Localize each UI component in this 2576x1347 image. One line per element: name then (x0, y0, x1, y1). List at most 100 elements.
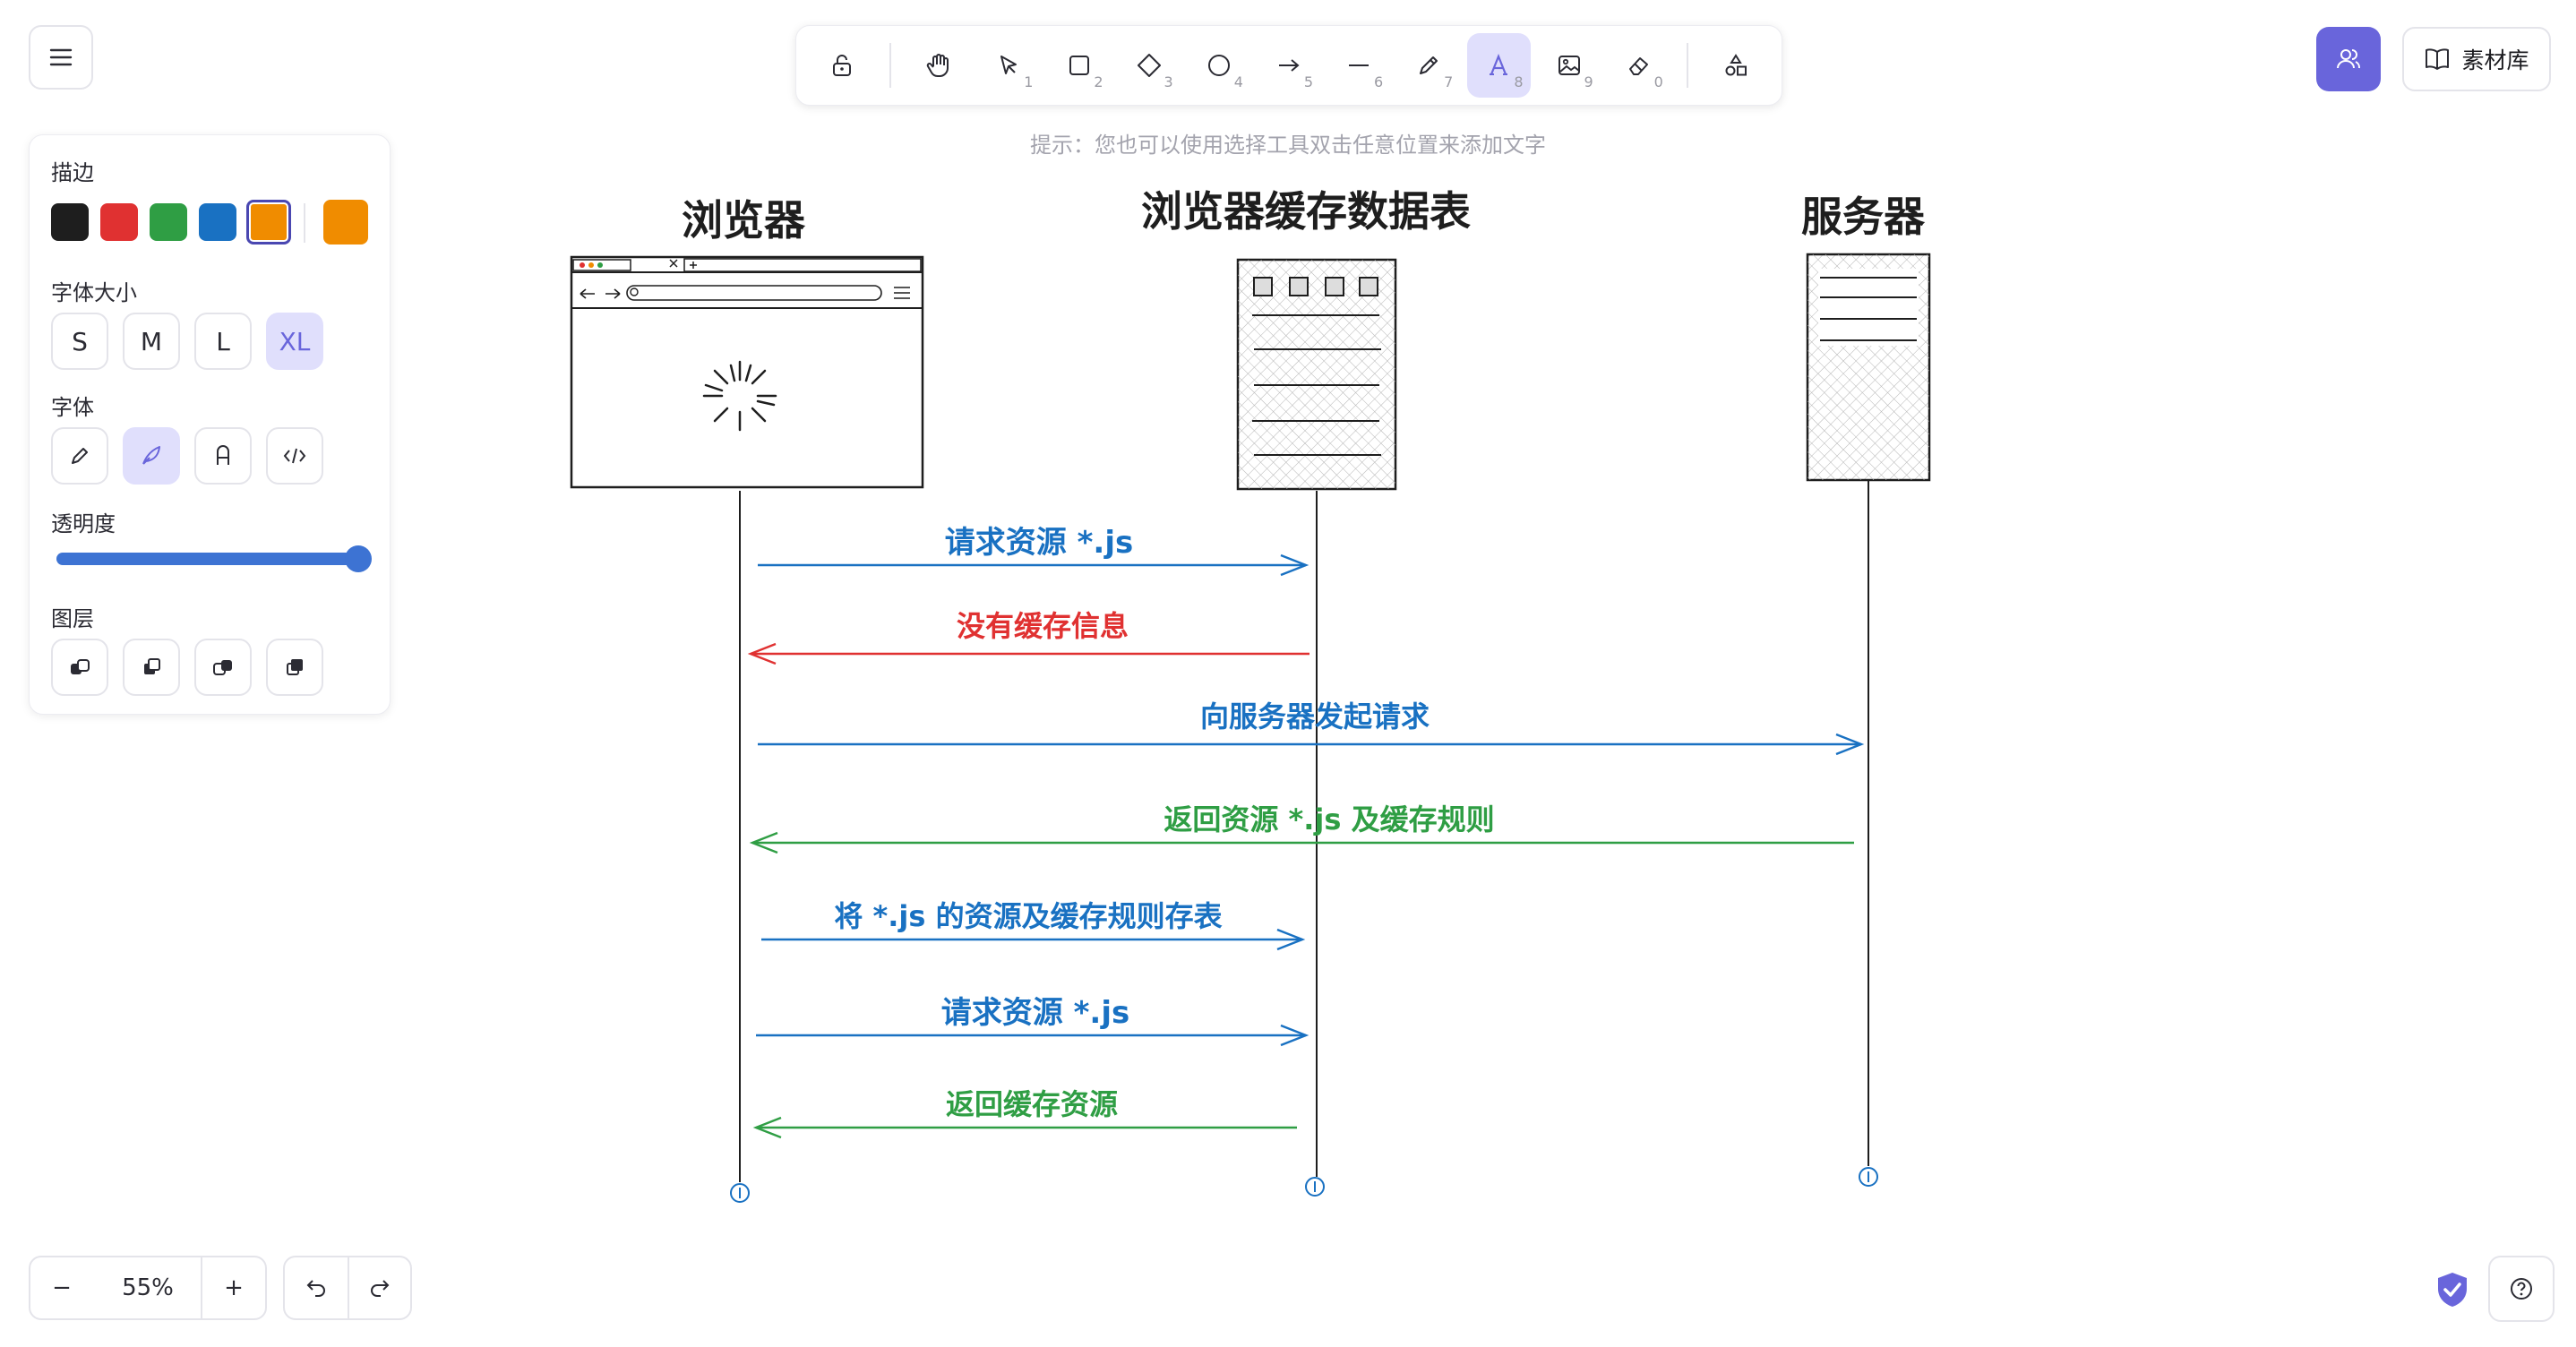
tool-hand[interactable] (907, 33, 970, 98)
opacity-slider-thumb[interactable] (345, 545, 372, 572)
pencil-icon (1420, 56, 1438, 74)
tool-diamond[interactable]: 3 (1118, 33, 1181, 98)
send-to-back-button[interactable] (51, 639, 108, 696)
bring-to-front-icon (287, 659, 303, 675)
undo-icon (306, 1280, 325, 1297)
tool-text-shortcut: 8 (1514, 73, 1524, 90)
shield-check-icon[interactable] (2433, 1270, 2472, 1309)
message-2-arrow[interactable] (747, 642, 1309, 665)
send-backward-button[interactable] (123, 639, 180, 696)
arrow-icon (1278, 59, 1300, 72)
swatch-divider (304, 203, 305, 243)
zoom-level[interactable]: 55% (93, 1256, 202, 1320)
font-size-xl[interactable]: XL (266, 313, 323, 370)
shapes-icon (1725, 54, 1747, 76)
font-size-s[interactable]: S (51, 313, 108, 370)
tool-ellipse-shortcut: 4 (1233, 73, 1243, 90)
font-size-m[interactable]: M (123, 313, 180, 370)
font-family-normal[interactable] (194, 427, 252, 485)
redo-button[interactable] (348, 1256, 412, 1320)
tool-image[interactable]: 9 (1538, 33, 1601, 98)
tool-rectangle[interactable]: 2 (1047, 33, 1110, 98)
toolbar-divider (889, 43, 892, 88)
message-3-label[interactable]: 向服务器发起请求 (1200, 699, 1430, 734)
opacity-label: 透明度 (51, 511, 116, 536)
font-family-code[interactable] (266, 427, 323, 485)
normal-font-icon (217, 445, 229, 465)
font-family-virgil[interactable] (123, 427, 180, 485)
font-family-hand-drawn[interactable] (51, 427, 108, 485)
stroke-color-red[interactable] (100, 203, 138, 241)
current-color-picker[interactable] (323, 200, 368, 245)
bring-forward-icon (213, 660, 232, 675)
lock-icon (833, 55, 852, 76)
tool-draw[interactable]: 7 (1397, 33, 1460, 98)
message-5-label[interactable]: 将 *.js 的资源及缓存规则存表 (834, 899, 1222, 933)
lifeline-cache-table[interactable] (1305, 491, 1325, 1197)
server-shape[interactable] (1806, 253, 1931, 482)
message-5-arrow[interactable] (761, 928, 1306, 951)
bring-to-front-button[interactable] (266, 639, 323, 696)
lane-title-browser[interactable]: 浏览器 (682, 196, 806, 245)
tool-eraser[interactable]: 0 (1608, 33, 1670, 98)
tool-rectangle-shortcut: 2 (1094, 73, 1103, 90)
message-6-label[interactable]: 请求资源 *.js (941, 995, 1129, 1031)
hamburger-icon (49, 48, 73, 66)
message-1-arrow[interactable] (758, 553, 1309, 577)
message-4-label[interactable]: 返回资源 *.js 及缓存规则 (1163, 802, 1494, 837)
tool-arrow[interactable]: 5 (1258, 33, 1320, 98)
message-7-label[interactable]: 返回缓存资源 (946, 1087, 1118, 1121)
tool-more-shapes[interactable] (1704, 33, 1767, 98)
message-7-arrow[interactable] (752, 1116, 1297, 1139)
tool-text[interactable]: 8 (1467, 33, 1531, 98)
lifeline-browser[interactable] (730, 491, 750, 1203)
zoom-in-button[interactable]: + (201, 1256, 267, 1320)
tool-select-shortcut: 1 (1024, 73, 1034, 90)
font-size-l[interactable]: L (194, 313, 252, 370)
collaborate-button[interactable] (2316, 27, 2381, 91)
library-button[interactable]: 素材库 (2402, 27, 2551, 91)
browser-window-shape[interactable] (570, 255, 924, 489)
hand-drawn-icon (72, 448, 88, 464)
image-icon (1558, 56, 1580, 75)
pointer-icon (1000, 56, 1018, 74)
main-menu-button[interactable] (29, 25, 93, 90)
lane-title-server[interactable]: 服务器 (1801, 193, 1926, 241)
message-4-arrow[interactable] (749, 831, 1854, 854)
stroke-color-green[interactable] (150, 203, 187, 241)
line-icon (1349, 64, 1370, 66)
lane-title-cache-table[interactable]: 浏览器缓存数据表 (1141, 187, 1471, 236)
stroke-color-black[interactable] (51, 203, 89, 241)
tool-ellipse[interactable]: 4 (1188, 33, 1250, 98)
stroke-color-blue[interactable] (199, 203, 236, 241)
stroke-color-orange-selected[interactable] (246, 200, 291, 245)
stroke-label: 描边 (51, 160, 94, 185)
eraser-icon (1628, 57, 1648, 75)
users-icon (2337, 49, 2360, 69)
font-size-label: 字体大小 (51, 280, 137, 305)
tool-line[interactable]: 6 (1327, 33, 1390, 98)
send-backward-icon (144, 658, 160, 674)
zoom-out-button[interactable]: − (29, 1256, 95, 1320)
undo-button[interactable] (283, 1256, 349, 1320)
opacity-slider-track[interactable] (56, 553, 365, 565)
message-1-label[interactable]: 请求资源 *.js (945, 525, 1133, 561)
tool-select[interactable]: 1 (977, 33, 1040, 98)
tool-eraser-shortcut: 0 (1653, 73, 1663, 90)
toolbar-divider (1686, 43, 1688, 88)
message-6-arrow[interactable] (756, 1024, 1309, 1047)
message-2-label[interactable]: 没有缓存信息 (957, 609, 1129, 643)
message-3-arrow[interactable] (758, 733, 1865, 756)
send-to-back-icon (71, 659, 90, 674)
book-icon (2426, 48, 2450, 70)
tool-line-shortcut: 6 (1374, 73, 1384, 90)
hand-icon (926, 54, 949, 78)
tool-lock[interactable] (811, 33, 873, 98)
help-button[interactable] (2488, 1256, 2555, 1322)
ellipse-icon (1207, 55, 1230, 76)
lifeline-server[interactable] (1859, 480, 1878, 1187)
cache-table-shape[interactable] (1236, 258, 1397, 491)
virgil-icon (142, 446, 160, 465)
bring-forward-button[interactable] (194, 639, 252, 696)
tool-image-shortcut: 9 (1584, 73, 1593, 90)
